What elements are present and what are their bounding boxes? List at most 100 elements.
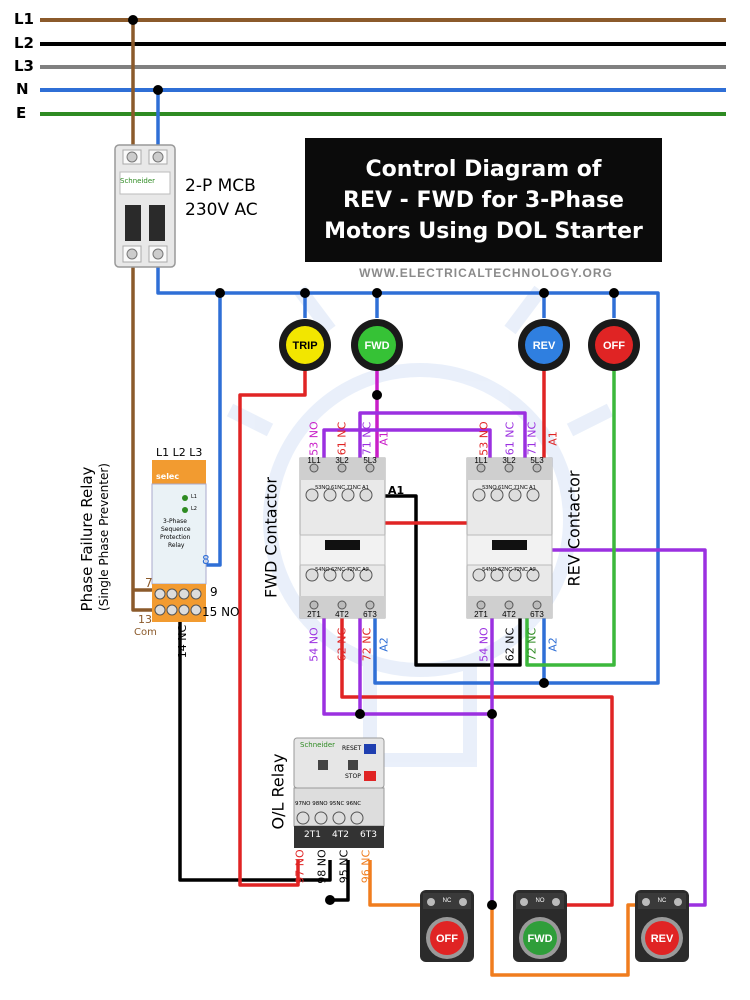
label-l1: L1 [14, 10, 34, 28]
code-top: A1 [546, 431, 560, 446]
lamp-label: FWD [364, 340, 389, 352]
phase-relay-text-4: Relay [168, 542, 185, 549]
lamp-fwd: FWD [351, 319, 403, 371]
lamp-label: TRIP [292, 340, 317, 352]
pushbutton-label: OFF [436, 933, 458, 945]
pushbutton-rev[interactable]: REV NC [635, 890, 689, 962]
terminal-top: 3L2 [335, 456, 349, 465]
ol-code: 98 NO [315, 849, 329, 884]
phase-relay-led-2: L2 [191, 506, 197, 512]
terminal-8: 8 [202, 553, 210, 567]
phase-failure-relay-device [151, 460, 207, 622]
lamp-rev: REV [518, 319, 570, 371]
mcb-label-2: 230V AC [185, 200, 258, 220]
code-top: 71 NC [525, 421, 539, 456]
wire-neutral-bus [156, 265, 660, 685]
terminal-bottom: 6T3 [363, 610, 377, 619]
wire-fwd-62 [340, 575, 614, 907]
wire-ol-95 [330, 860, 350, 902]
wire-trip-to-ol-97 [238, 370, 307, 887]
wire-rev-71-fwd [358, 411, 527, 495]
indicator-lamps: TRIP FWD REV OFF [279, 319, 640, 371]
wire-off-lamp [525, 370, 616, 667]
ol-bottom-terminal: 4T2 [332, 830, 349, 840]
phase-relay-text-3: Protection [160, 534, 191, 541]
ol-relay-brand: Schneider [300, 741, 336, 749]
code-bottom: 62 NC [503, 627, 517, 662]
terminal-top: 5L3 [530, 456, 544, 465]
terminal-bottom: 2T1 [474, 610, 488, 619]
pushbutton-label: REV [651, 933, 674, 945]
terminal-top: 3L2 [502, 456, 516, 465]
code-bottom: 54 NO [477, 627, 491, 662]
website-url: WWW.ELECTRICALTECHNOLOGY.ORG [359, 266, 613, 280]
pushbutton-contact-type: NO [536, 898, 545, 904]
pushbutton-contact-type: NC [658, 898, 667, 904]
phase-relay-text-1: 3-Phase [163, 518, 187, 525]
lamp-label: REV [533, 340, 556, 352]
aux-terms-top: 53NO 61NC 71NC A1 [315, 485, 369, 491]
wire-fwd-a1-rev-72 [377, 494, 522, 667]
ol-relay-label: O/L Relay [268, 753, 288, 830]
code-bottom: 72 NC [525, 627, 539, 662]
terminal-top: 1L1 [307, 456, 321, 465]
lamp-trip: TRIP [279, 319, 331, 371]
terminal-9: 9 [210, 585, 218, 599]
ol-bottom-terminal: 6T3 [360, 830, 377, 840]
pushbutton-contact-type: NC [443, 898, 452, 904]
wire-relay-14nc [178, 615, 332, 882]
aux-terms-top: 53NO 61NC 71NC A1 [482, 485, 536, 491]
rev_contactor-device: 1L1 3L2 5L3 2T1 4T2 6T3 53NO 61NC 71NC A1 54NO … [466, 456, 553, 619]
terminal-bottom: 2T1 [307, 610, 321, 619]
title-line-1: Control Diagram of [365, 156, 602, 182]
code-bottom: 54 NO [307, 627, 321, 662]
phase-relay-brand: selec [156, 472, 180, 481]
terminal-bottom: 6T3 [530, 610, 544, 619]
code-top: 53 NO [307, 421, 321, 456]
code-bottom: 72 NC [360, 627, 374, 662]
contactors: 1L1 3L2 5L3 2T1 4T2 6T3 53NO 61NC 71NC A1 54NO … [299, 456, 553, 619]
push-buttons: OFF NC FWD NO REV NC [420, 890, 689, 962]
title-line-3: Motors Using DOL Starter [324, 218, 643, 244]
terminal-14-nc: 14 NC [176, 624, 190, 659]
wire-mcb-to-relay-com [131, 265, 158, 612]
terminal-bottom: 4T2 [502, 610, 516, 619]
terminal-top: 5L3 [363, 456, 377, 465]
code-bottom: A2 [377, 637, 391, 652]
code-top: 61 NC [335, 421, 349, 456]
lamp-label: OFF [603, 340, 625, 352]
wire-fwd-54 [322, 575, 494, 905]
terminal-15-no: 15 NO [202, 605, 240, 619]
mcb-device [114, 144, 176, 268]
mcb-label-1: 2-P MCB [185, 176, 256, 196]
wire-ol-96-to-off [368, 860, 425, 907]
terminal-13: 13 [138, 613, 152, 626]
label-l2: L2 [14, 34, 34, 52]
ol-code: 97 NO [293, 849, 307, 884]
code-bottom: A2 [546, 637, 560, 652]
lamp-off: OFF [588, 319, 640, 371]
terminal-top: 1L1 [474, 456, 488, 465]
rev-contactor-label: REV Contactor [564, 470, 584, 587]
label-l3: L3 [14, 57, 34, 75]
watermark-bulb-icon [226, 285, 614, 767]
supply-lines [40, 18, 726, 116]
ol-relay-device [293, 737, 385, 848]
pushbutton-off[interactable]: OFF NC [420, 890, 474, 962]
code-top: 71 NC [360, 421, 374, 456]
terminal-com: Com [134, 627, 157, 638]
pushbutton-fwd[interactable]: FWD NO [513, 890, 567, 962]
aux-terms-bottom: 54NO 62NC 72NC A2 [482, 567, 536, 573]
pushbutton-label: FWD [527, 933, 552, 945]
ol-reset-label: RESET [342, 745, 362, 752]
terminal-bottom: 4T2 [335, 610, 349, 619]
phase-relay-top-terms: L1 L2 L3 [156, 446, 203, 459]
ol-stop-label: STOP [345, 773, 361, 780]
fwd-a1-tag: A1 [388, 484, 405, 497]
ol-terms: 97NO 98NO 95NC 96NC [295, 801, 362, 807]
mcb-brand: Schneider [120, 177, 156, 185]
fwd-contactor-label: FWD Contactor [261, 476, 281, 599]
